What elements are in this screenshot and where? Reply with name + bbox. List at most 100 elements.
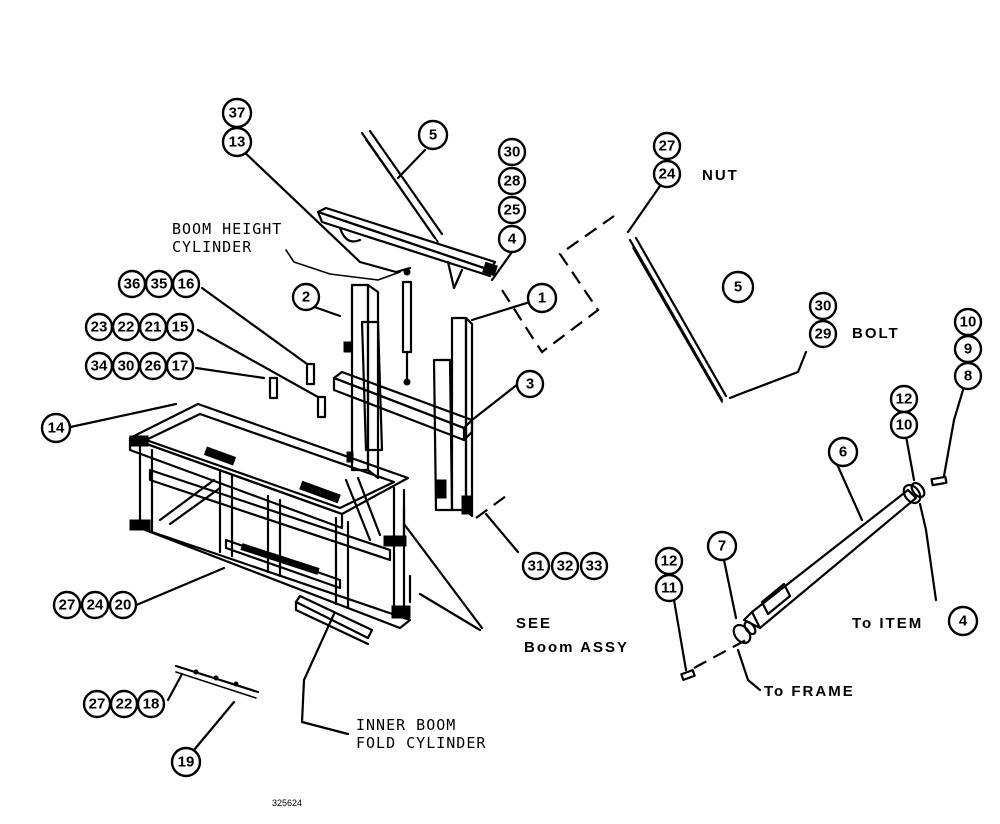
- cylinder-label: CYLINDER: [172, 238, 252, 256]
- svg-text:24: 24: [659, 166, 676, 183]
- callout-17: 17: [165, 351, 195, 381]
- callout-7: 7: [706, 530, 738, 562]
- svg-text:12: 12: [896, 391, 913, 408]
- bolt-label: BOLT: [852, 325, 900, 342]
- callout-5-right: 5: [721, 270, 755, 304]
- callout-13: 13: [221, 126, 253, 158]
- hose-clamp-strip: [174, 664, 260, 699]
- svg-text:30: 30: [504, 144, 521, 161]
- svg-text:4: 4: [959, 613, 968, 630]
- small-plates: [268, 362, 327, 419]
- svg-text:10: 10: [960, 314, 977, 331]
- svg-text:25: 25: [504, 202, 521, 219]
- main-frame: [128, 402, 412, 630]
- svg-text:4: 4: [508, 231, 517, 248]
- hydraulic-cylinder: [680, 475, 948, 681]
- svg-text:10: 10: [896, 417, 913, 434]
- callout-20: 20: [108, 590, 138, 620]
- svg-text:21: 21: [145, 319, 162, 336]
- callout-19: 19: [170, 746, 202, 778]
- svg-text:28: 28: [504, 173, 521, 190]
- svg-text:35: 35: [151, 276, 168, 293]
- callout-33: 33: [579, 551, 609, 581]
- boom-height-cylinder: [401, 268, 413, 386]
- callout-22-bottom: 22: [109, 689, 139, 719]
- svg-text:32: 32: [557, 558, 574, 575]
- nut-label: NUT: [702, 167, 739, 184]
- svg-text:26: 26: [145, 358, 162, 375]
- svg-text:1: 1: [538, 290, 546, 307]
- inner-boom-fold-cylinder: [294, 594, 374, 646]
- svg-text:30: 30: [815, 298, 832, 315]
- svg-text:15: 15: [172, 319, 189, 336]
- svg-text:19: 19: [178, 754, 195, 771]
- svg-text:37: 37: [229, 105, 246, 122]
- callout-28: 28: [497, 166, 527, 196]
- callout-35: 35: [144, 269, 174, 299]
- svg-text:31: 31: [528, 558, 545, 575]
- svg-text:22: 22: [118, 319, 135, 336]
- callout-37: 37: [221, 97, 253, 129]
- callout-27-nut: 27: [652, 131, 682, 161]
- svg-text:27: 27: [659, 138, 676, 155]
- callout-3: 3: [515, 369, 545, 399]
- diagonal-brace-right: [628, 236, 728, 403]
- callout-16: 16: [171, 269, 201, 299]
- callout-6: 6: [827, 436, 859, 468]
- svg-text:30: 30: [118, 358, 135, 375]
- drawing-number: 325624: [272, 798, 302, 808]
- svg-text:9: 9: [964, 341, 972, 358]
- upright-post-right: [432, 316, 474, 518]
- svg-text:14: 14: [48, 420, 65, 437]
- callout-30-bolt: 30: [808, 291, 838, 321]
- callout-30-upper: 30: [497, 137, 527, 167]
- svg-text:6: 6: [839, 444, 847, 461]
- upright-post-left: [343, 283, 384, 480]
- svg-text:20: 20: [115, 597, 132, 614]
- callout-34: 34: [84, 351, 114, 381]
- boom-height-label: BOOM HEIGHT: [172, 220, 282, 238]
- svg-text:17: 17: [172, 358, 189, 375]
- svg-text:22: 22: [116, 696, 133, 713]
- callout-23: 23: [84, 312, 114, 342]
- boom-pin: [402, 504, 412, 604]
- callout-27-left: 27: [52, 590, 82, 620]
- svg-text:7: 7: [718, 538, 726, 555]
- svg-text:5: 5: [734, 279, 742, 296]
- svg-text:27: 27: [59, 597, 76, 614]
- svg-text:13: 13: [229, 134, 246, 151]
- callout-12-top: 12: [889, 384, 919, 414]
- callout-31: 31: [521, 551, 551, 581]
- callout-25: 25: [497, 195, 527, 225]
- callout-1: 1: [526, 282, 558, 314]
- svg-text:27: 27: [89, 696, 106, 713]
- callout-8: 8: [953, 361, 983, 391]
- callout-24-left: 24: [80, 590, 110, 620]
- svg-text:16: 16: [178, 276, 195, 293]
- callout-2: 2: [291, 282, 321, 312]
- callout-15: 15: [165, 312, 195, 342]
- callout-10-mid: 10: [889, 410, 919, 440]
- svg-text:33: 33: [586, 558, 603, 575]
- callout-18: 18: [136, 689, 166, 719]
- see-label: SEE: [516, 615, 552, 632]
- svg-text:3: 3: [526, 376, 534, 393]
- callout-24-nut: 24: [652, 159, 682, 189]
- fold-cylinder-label: FOLD CYLINDER: [356, 734, 486, 752]
- svg-text:36: 36: [124, 276, 141, 293]
- callout-14: 14: [40, 412, 72, 444]
- svg-text:2: 2: [302, 289, 310, 306]
- dashed-connectors: [475, 215, 747, 669]
- svg-text:18: 18: [143, 696, 160, 713]
- callout-10-top: 10: [953, 307, 983, 337]
- callout-26: 26: [138, 351, 168, 381]
- svg-text:34: 34: [91, 358, 108, 375]
- svg-text:12: 12: [661, 553, 678, 570]
- svg-text:11: 11: [661, 580, 677, 597]
- svg-text:5: 5: [429, 127, 437, 144]
- diagonal-brace-upper: [360, 129, 444, 243]
- callout-32: 32: [550, 551, 580, 581]
- callout-11: 11: [654, 573, 684, 603]
- callout-36: 36: [117, 269, 147, 299]
